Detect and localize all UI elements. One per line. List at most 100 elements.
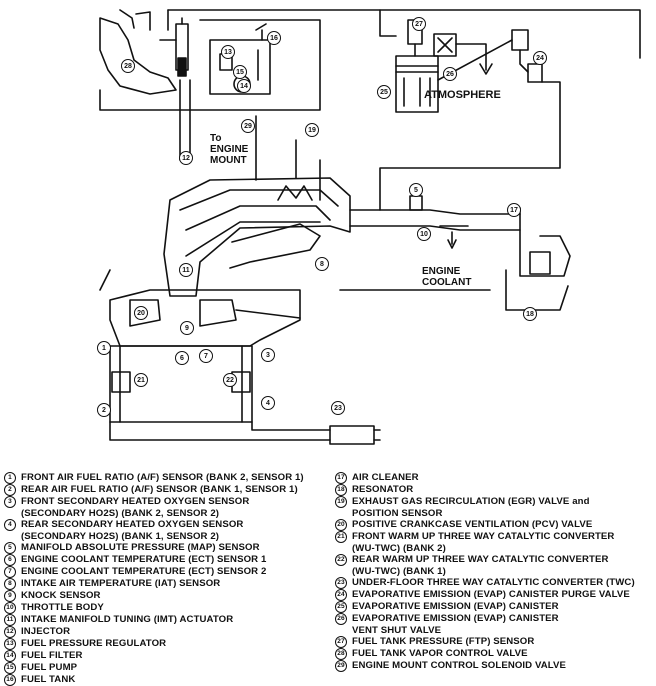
- legend-text: ENGINE COOLANT TEMPERATURE (ECT) SENSOR …: [21, 566, 267, 577]
- legend-item-7: 7 ENGINE COOLANT TEMPERATURE (ECT) SENSOR…: [4, 566, 334, 578]
- callout-number: 4: [266, 400, 270, 407]
- callout-12: 12: [179, 151, 193, 165]
- legend-text: INJECTOR: [21, 626, 71, 637]
- legend-number: 14: [4, 650, 16, 662]
- callout-circle: [121, 59, 135, 73]
- legend-text: FRONT SECONDARY HEATED OXYGEN SENSOR: [21, 496, 250, 507]
- legend-text: MANIFOLD ABSOLUTE PRESSURE (MAP) SENSOR: [21, 542, 260, 553]
- legend-item-13: 13 FUEL PRESSURE REGULATOR: [4, 638, 334, 650]
- callout-number: 6: [180, 355, 184, 362]
- legend-number: 1: [4, 472, 16, 484]
- legend-number: 28: [335, 648, 347, 660]
- legend-number: 5: [4, 542, 16, 554]
- legend-number: 21: [335, 531, 347, 543]
- legend-item-21-line-2: (WU-TWC) (BANK 2): [335, 543, 655, 554]
- callout-number: 12: [182, 155, 190, 162]
- callout-circle: [412, 17, 426, 31]
- legend-number: 7: [4, 566, 16, 578]
- callout-circle: [97, 403, 111, 417]
- callout-circle: [267, 31, 281, 45]
- callout-circle: [305, 123, 319, 137]
- callout-29: 29: [241, 119, 255, 133]
- legend-text: FUEL TANK: [21, 674, 76, 685]
- callout-7: 7: [199, 349, 213, 363]
- callout-number: 21: [137, 377, 145, 384]
- legend-item-3-line-2: (SECONDARY HO2S) (BANK 2, SENSOR 2): [4, 508, 334, 519]
- legend-text: REAR SECONDARY HEATED OXYGEN SENSOR: [21, 519, 244, 530]
- legend-number: 18: [335, 484, 347, 496]
- legend-text: UNDER-FLOOR THREE WAY CATALYTIC CONVERTE…: [352, 577, 635, 588]
- legend-number: 10: [4, 602, 16, 614]
- callout-circle: [199, 349, 213, 363]
- engine-coolant-label-1: ENGINE: [422, 266, 461, 277]
- callout-4: 4: [261, 396, 275, 410]
- callout-number: 17: [510, 207, 518, 214]
- callout-number: 26: [446, 71, 454, 78]
- legend-text: FUEL PRESSURE REGULATOR: [21, 638, 167, 649]
- callout-number: 8: [320, 261, 324, 268]
- callout-number: 16: [270, 35, 278, 42]
- legend-number: 29: [335, 660, 347, 672]
- callout-circle: [533, 51, 547, 65]
- callout-number: 20: [137, 310, 145, 317]
- callout-19: 19: [305, 123, 319, 137]
- legend-number: 23: [335, 577, 347, 589]
- callout-3: 3: [261, 348, 275, 362]
- legend-text: FUEL FILTER: [21, 650, 83, 661]
- callout-number: 9: [185, 325, 189, 332]
- legend-text: EXHAUST GAS RECIRCULATION (EGR) VALVE an…: [352, 496, 590, 507]
- legend-text: AIR CLEANER: [352, 472, 419, 483]
- callout-18: 18: [523, 307, 537, 321]
- callout-number: 29: [244, 123, 252, 130]
- legend-number: 22: [335, 554, 347, 566]
- callout-number: 7: [204, 353, 208, 360]
- legend-number: 11: [4, 614, 16, 626]
- legend-number: 4: [4, 519, 16, 531]
- legend-text: EVAPORATIVE EMISSION (EVAP) CANISTER: [352, 613, 559, 624]
- emission-system-diagram: ATMOSPHERE To ENGINE MOUNT ENGINE COOLAN…: [97, 9, 641, 445]
- legend-item-22-line-2: (WU-TWC) (BANK 1): [335, 566, 655, 577]
- callout-circle: [417, 227, 431, 241]
- legend-number: 13: [4, 638, 16, 650]
- callout-22: 22: [223, 373, 237, 387]
- callout-circle: [175, 351, 189, 365]
- callout-10: 10: [417, 227, 431, 241]
- legend-text: POSITIVE CRANKCASE VENTILATION (PCV) VAL…: [352, 519, 593, 530]
- callout-5: 5: [409, 183, 423, 197]
- legend-text: REAR AIR FUEL RATIO (A/F) SENSOR (BANK 1…: [21, 484, 298, 495]
- callout-number: 19: [308, 127, 316, 134]
- legend-text: THROTTLE BODY: [21, 602, 104, 613]
- callout-number: 22: [226, 377, 234, 384]
- legend-text: FUEL TANK VAPOR CONTROL VALVE: [352, 648, 528, 659]
- callout-28: 28: [121, 59, 135, 73]
- legend-number: 6: [4, 554, 16, 566]
- legend-text: (WU-TWC) (BANK 2): [352, 543, 446, 554]
- callout-circle: [331, 401, 345, 415]
- callout-25: 25: [377, 85, 391, 99]
- callout-8: 8: [315, 257, 329, 271]
- legend-text: (SECONDARY HO2S) (BANK 2, SENSOR 2): [21, 508, 220, 519]
- legend-item-5: 5 MANIFOLD ABSOLUTE PRESSURE (MAP) SENSOR: [4, 542, 334, 554]
- callout-2: 2: [97, 403, 111, 417]
- to-engine-mount-label-1: To: [210, 133, 221, 144]
- legend-text: KNOCK SENSOR: [21, 590, 101, 601]
- callout-circle: [523, 307, 537, 321]
- engine-coolant-label-2: COOLANT: [422, 277, 471, 288]
- legend-item-28: 28 FUEL TANK VAPOR CONTROL VALVE: [335, 648, 655, 660]
- legend-text: FUEL TANK PRESSURE (FTP) SENSOR: [352, 636, 535, 647]
- legend-number: 19: [335, 496, 347, 508]
